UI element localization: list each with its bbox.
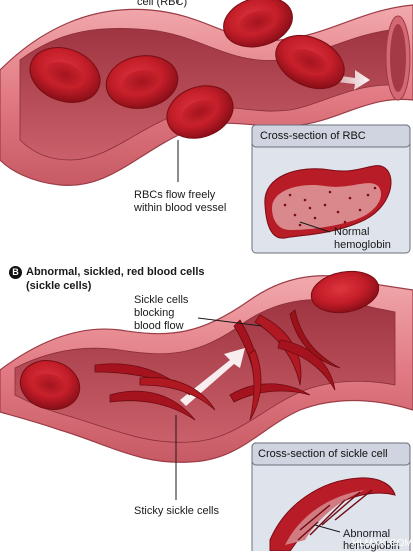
normal-rbc	[105, 55, 179, 109]
flow-freely-label-line1: RBCs flow freely	[134, 189, 216, 201]
section-b-badge: B	[9, 266, 22, 279]
rbc-inset-title: Cross-section of RBC	[260, 130, 366, 142]
sticky-sickle-label: Sticky sickle cells	[134, 505, 219, 517]
watermark: HLMXK.COM	[352, 538, 413, 549]
blocking-label-line2: blocking	[134, 307, 175, 319]
abnormal-hemoglobin-label-line2: hemoglobin	[343, 540, 400, 552]
blocking-label-line1: Sickle cells	[134, 294, 189, 306]
sickle-cell	[109, 390, 196, 421]
abnormal-hemoglobin-label-line1: Abnormal	[343, 528, 391, 540]
blocking-label-line3: blood flow	[134, 320, 184, 332]
normal-rbc	[275, 34, 345, 90]
section-b-title-line2: (sickle cells)	[26, 280, 92, 292]
sickle-cell	[289, 309, 341, 369]
rbc-cross-section-inset	[251, 124, 411, 254]
normal-hemoglobin-label-line1: Normal	[334, 226, 370, 238]
normal-rbc	[29, 47, 101, 103]
normal-rbc	[166, 85, 234, 139]
sickle-inset-title: Cross-section of sickle cell	[258, 448, 388, 460]
sickle-cell	[277, 339, 336, 391]
sickle-cell-cross-section-inset	[251, 442, 411, 551]
normal-rbc	[223, 0, 293, 48]
flow-freely-label-line2: within blood vessel	[134, 202, 227, 214]
sickle-cell	[139, 377, 216, 411]
sickle-blood-vessel	[0, 270, 413, 500]
section-b-title-line1: Abnormal, sickled, red blood cells	[26, 266, 205, 278]
normal-blood-vessel	[0, 0, 413, 186]
normal-hemoglobin-label-line2: hemoglobin	[334, 239, 391, 251]
top-rbc-label: cell (RBC)	[137, 0, 188, 8]
sickle-cell	[248, 349, 262, 421]
sickle-cell	[94, 363, 191, 396]
